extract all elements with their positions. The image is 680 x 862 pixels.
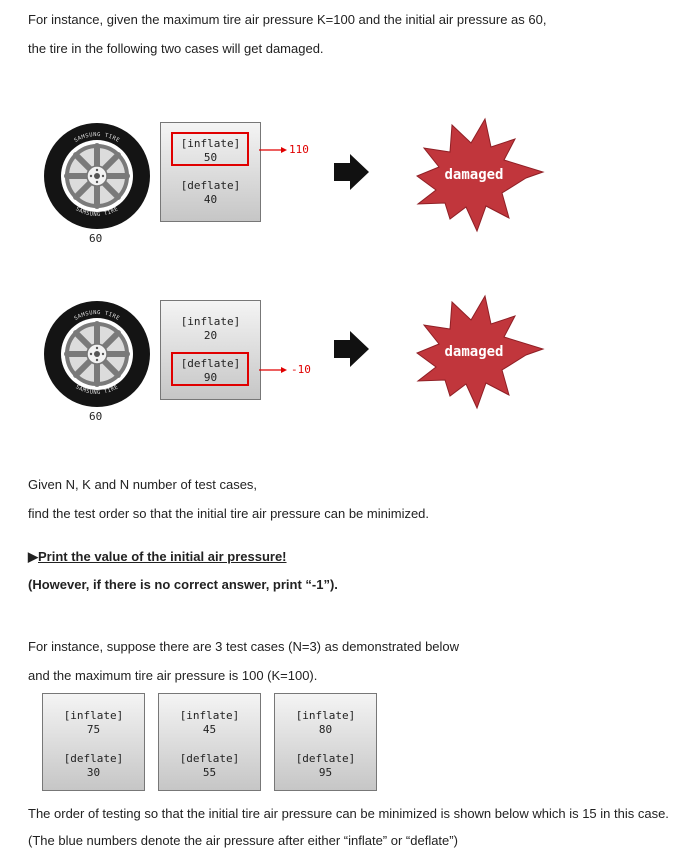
example-line-4: (The blue numbers denote the air pressur… bbox=[28, 833, 458, 848]
damaged-burst: damaged bbox=[416, 117, 546, 235]
inflate-value: 20 bbox=[161, 329, 260, 343]
print-instruction-text: Print the value of the initial air press… bbox=[38, 549, 287, 564]
tire-icon: SAMSUNG TIRE SAMSUNG TIRE bbox=[43, 300, 151, 408]
damaged-burst: damaged bbox=[416, 294, 546, 412]
damaged-label: damaged bbox=[444, 167, 503, 183]
intro-line-1: For instance, given the maximum tire air… bbox=[28, 12, 546, 27]
result-arrow bbox=[259, 365, 289, 375]
inflate-label: [inflate] bbox=[275, 709, 376, 723]
deflate-value: 40 bbox=[161, 193, 260, 207]
intro-line-2: the tire in the following two cases will… bbox=[28, 41, 324, 56]
right-arrow-icon bbox=[334, 154, 370, 190]
inflate-label: [inflate] bbox=[161, 137, 260, 151]
test-case-card: [inflate] 20 [deflate] 90 bbox=[160, 300, 261, 400]
deflate-value: 90 bbox=[161, 371, 260, 385]
result-value: -10 bbox=[291, 363, 311, 376]
deflate-label: [deflate] bbox=[161, 179, 260, 193]
right-arrow-icon bbox=[334, 331, 370, 367]
task-line-2: find the test order so that the initial … bbox=[28, 506, 429, 521]
inflate-label: [inflate] bbox=[161, 315, 260, 329]
result-value: 110 bbox=[289, 143, 309, 156]
inflate-label: [inflate] bbox=[43, 709, 144, 723]
inflate-value: 75 bbox=[43, 723, 144, 737]
inflate-value: 80 bbox=[275, 723, 376, 737]
example-line-1: For instance, suppose there are 3 test c… bbox=[28, 639, 459, 654]
test-case-card: [inflate] 50 [deflate] 40 bbox=[160, 122, 261, 222]
damaged-label: damaged bbox=[444, 344, 503, 360]
inflate-value: 50 bbox=[161, 151, 260, 165]
deflate-value: 55 bbox=[159, 766, 260, 780]
task-line-1: Given N, K and N number of test cases, bbox=[28, 477, 257, 492]
deflate-value: 30 bbox=[43, 766, 144, 780]
tire-icon: SAMSUNG TIRE SAMSUNG TIRE bbox=[43, 122, 151, 230]
example-line-2: and the maximum tire air pressure is 100… bbox=[28, 668, 317, 683]
example-card-2: [inflate] 45 [deflate] 55 bbox=[158, 693, 261, 791]
deflate-label: [deflate] bbox=[159, 752, 260, 766]
deflate-value: 95 bbox=[275, 766, 376, 780]
deflate-label: [deflate] bbox=[161, 357, 260, 371]
deflate-label: [deflate] bbox=[43, 752, 144, 766]
tire-pressure-value: 60 bbox=[89, 410, 102, 423]
tire-pressure-value: 60 bbox=[89, 232, 102, 245]
inflate-value: 45 bbox=[159, 723, 260, 737]
play-marker-icon: ▶ bbox=[28, 549, 38, 564]
deflate-label: [deflate] bbox=[275, 752, 376, 766]
result-arrow bbox=[259, 145, 289, 155]
no-answer-note: (However, if there is no correct answer,… bbox=[28, 577, 338, 592]
inflate-label: [inflate] bbox=[159, 709, 260, 723]
print-instruction: ▶Print the value of the initial air pres… bbox=[28, 549, 287, 565]
example-card-1: [inflate] 75 [deflate] 30 bbox=[42, 693, 145, 791]
example-card-3: [inflate] 80 [deflate] 95 bbox=[274, 693, 377, 791]
example-line-3: The order of testing so that the initial… bbox=[28, 806, 669, 821]
